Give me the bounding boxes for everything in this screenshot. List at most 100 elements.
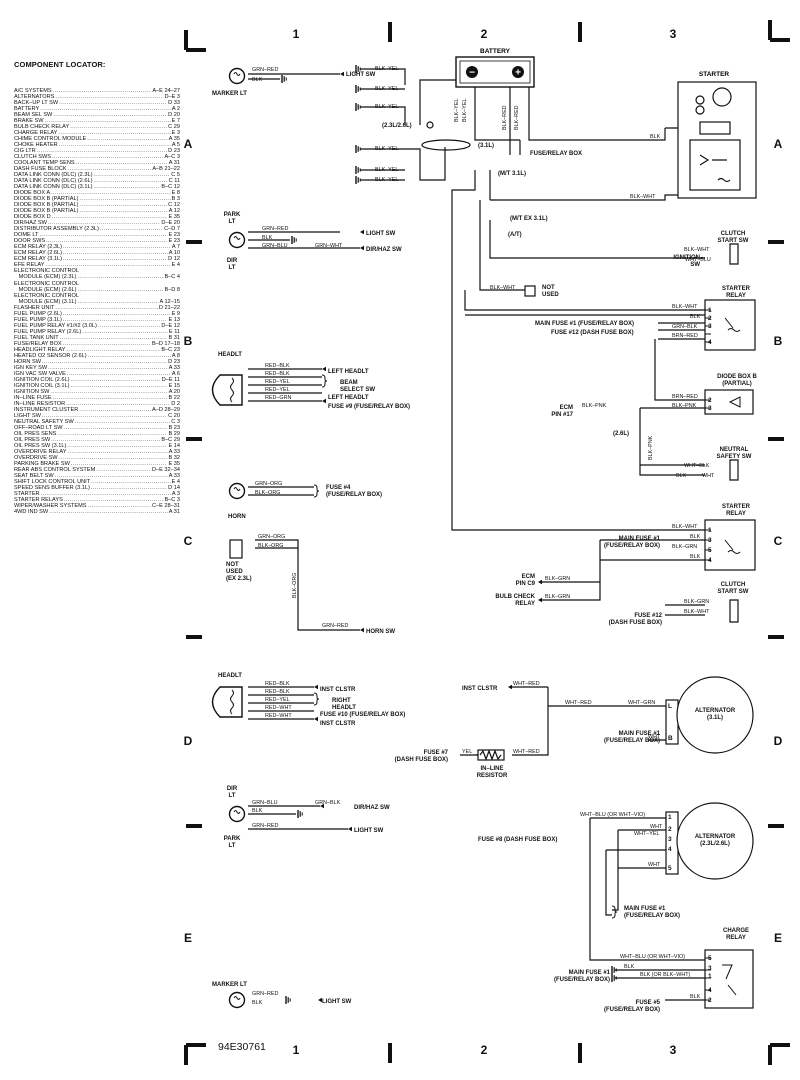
- locator-grid-ref: A 10: [168, 250, 180, 257]
- wire-blk-red-v2: BLK–RED: [502, 105, 508, 130]
- wire-blk-starter: BLK: [650, 134, 661, 140]
- battery: − +: [455, 56, 535, 88]
- locator-row: IGNITION COIL (3.1L)E 15: [14, 383, 180, 389]
- terminal-number: 3: [708, 405, 712, 412]
- wire-blk-pnk-v: BLK–PNK: [648, 435, 654, 460]
- locator-component-name: FUEL PUMP RELAY #1/#2 (3.0L): [14, 322, 97, 329]
- locator-grid-ref: A 12: [168, 208, 180, 215]
- locator-row: IGNITION COIL (2.6L)D–E 11: [14, 377, 180, 383]
- locator-row: STARTERA 3: [14, 491, 180, 497]
- wire-blk-relay2b: BLK: [690, 554, 701, 560]
- terminal-number: 5: [668, 865, 672, 872]
- row-label-e-right: E: [774, 931, 782, 945]
- terminal-number: 3: [708, 537, 712, 544]
- wire-blk-yel-3: BLK–YEL: [375, 104, 398, 110]
- label-marker-lt-2: MARKER LT: [212, 982, 247, 988]
- vertical-wire-labels: BLK–YEL BLK–YEL BLK–RED BLK–RED BLK–ORG …: [292, 99, 654, 598]
- terminal-number: 3: [708, 323, 712, 330]
- locator-grid-ref: E 23: [168, 232, 180, 239]
- locator-component-name: DATA LINK CONN (DLC) (3.1L): [14, 184, 93, 191]
- locator-row: SEAT BELT SWA 33: [14, 473, 180, 479]
- label-headlt-2: HEADLT: [218, 673, 242, 679]
- locator-row: ECM RELAY (2.6L) A 10: [14, 250, 180, 256]
- locator-row: FUEL TANK UNITB 31: [14, 335, 180, 341]
- label-fuse12-inline: FUSE #12 (DASH FUSE BOX): [551, 330, 634, 336]
- wire-grn-red-park: GRN–RED: [262, 226, 288, 232]
- locator-grid-ref: B 23: [168, 424, 180, 431]
- wire-wht-alt23: WHT: [650, 824, 663, 830]
- locator-component-name: DIODE BOX B (PARTIAL): [14, 202, 79, 209]
- locator-row: IGN KEY SWA 33: [14, 365, 180, 371]
- locator-component-name: REAR ABS CONTROL SYSTEM: [14, 466, 96, 473]
- locator-component-name: NEUTRAL SAFETY SW: [14, 418, 74, 425]
- wire-blk-dir: BLK: [252, 808, 263, 814]
- locator-row: DISTRIBUTOR ASSEMBLY (2.3L)C–D 7: [14, 226, 180, 232]
- wire-red-blk-head2: RED–BLK: [265, 371, 290, 377]
- wire-red-wht-d2: RED–WHT: [265, 713, 292, 719]
- label-inst-clstr-3: INST CLSTR: [462, 686, 498, 692]
- wire-grn-red-dir: GRN–RED: [252, 823, 278, 829]
- battery-neg-symbol: −: [469, 68, 475, 79]
- locator-row: 4WD IND SWA 31: [14, 509, 180, 515]
- locator-grid-ref: C 11: [168, 178, 180, 185]
- wire-brn-red-diode: BRN–RED: [672, 394, 698, 400]
- locator-grid-ref: B–C 23: [161, 346, 180, 353]
- locator-component-name: IGN KEY SW: [14, 364, 48, 371]
- label-main-fuse-inline: MAIN FUSE #1 (FUSE/RELAY BOX): [535, 321, 634, 327]
- label-main-fuse-d: MAIN FUSE #1(FUSE/RELAY BOX): [604, 731, 661, 744]
- locator-row: ALTERNATORSD–E 3: [14, 94, 180, 100]
- locator-component-name: ELECTRONIC CONTROL: [14, 280, 79, 287]
- locator-component-name: MODULE (ECM) (2.6L): [14, 286, 77, 293]
- locator-component-name: CHOKE HEATER: [14, 142, 58, 149]
- locator-row: FUEL PUMP RELAY #1/#2 (3.0L)D–E 12: [14, 323, 180, 329]
- terminal-number: 4: [708, 987, 712, 994]
- locator-component-name: ELECTRONIC CONTROL: [14, 268, 79, 275]
- locator-component-name: ECM RELAY (2.6L): [14, 250, 62, 257]
- locator-grid-ref: A 33: [168, 448, 180, 455]
- locator-row: ECM RELAY (2.3L)A 7: [14, 244, 180, 250]
- locator-grid-ref: A 3: [171, 491, 180, 498]
- row-label-a-left: A: [184, 137, 193, 151]
- locator-grid-ref: B 29: [168, 430, 180, 437]
- col-label-2-bottom: 2: [481, 1043, 488, 1057]
- locator-component-name: SPEED SENS BUFFER (3.1L): [14, 485, 90, 492]
- locator-component-name: OFF–ROAD LT SW: [14, 424, 63, 431]
- locator-row: DASH FUSE BLOCKA–B 21–22: [14, 166, 180, 172]
- wire-blk-wht-starter: BLK–WHT: [630, 194, 656, 200]
- locator-row: ELECTRONIC CONTROL: [14, 268, 180, 274]
- terminal-number: 4: [668, 846, 672, 853]
- wire-blk-park: BLK: [262, 235, 273, 241]
- figure-id: 94E30761: [218, 1041, 266, 1053]
- locator-component-name: FUEL PUMP (3.1L): [14, 316, 62, 323]
- locator-list: A/C SYSTEMSA–E 24–27ALTERNATORSD–E 3BACK…: [14, 88, 180, 515]
- locator-component-name: ECM RELAY (3.1L): [14, 256, 62, 263]
- locator-component-name: DIODE BOX D: [14, 214, 51, 221]
- terminal-number: 1: [708, 973, 712, 980]
- locator-row: IGNITION SWA 20: [14, 389, 180, 395]
- locator-grid-ref: A 12–15: [159, 298, 180, 305]
- locator-component-name: MODULE (ECM) (3.1L): [14, 298, 77, 305]
- label-at: (A/T): [508, 232, 522, 238]
- locator-grid-ref: B–D 8: [164, 286, 180, 293]
- wire-grn-red-horn-sw: GRN–RED: [322, 623, 348, 629]
- wire-blk-wht-relay2: BLK–WHT: [672, 524, 698, 530]
- locator-component-name: FUSE/RELAY BOX: [14, 340, 62, 347]
- braces: [313, 374, 618, 919]
- wire-wht-alt23-b: WHT: [648, 862, 661, 868]
- locator-grid-ref: C–E 28–31: [152, 503, 180, 510]
- locator-row: LIGHT SWC 20: [14, 413, 180, 419]
- wire-blk-relay1: BLK: [690, 314, 701, 320]
- locator-grid-ref: D–E 11: [161, 376, 180, 383]
- locator-component-name: COOLANT TEMP SENS: [14, 160, 75, 167]
- locator-grid-ref: C 5: [171, 172, 180, 179]
- ground-symbols: [281, 64, 617, 1005]
- terminal-number: 2: [708, 315, 712, 322]
- label-fuse10: FUSE #10 (FUSE/RELAY BOX): [320, 712, 405, 718]
